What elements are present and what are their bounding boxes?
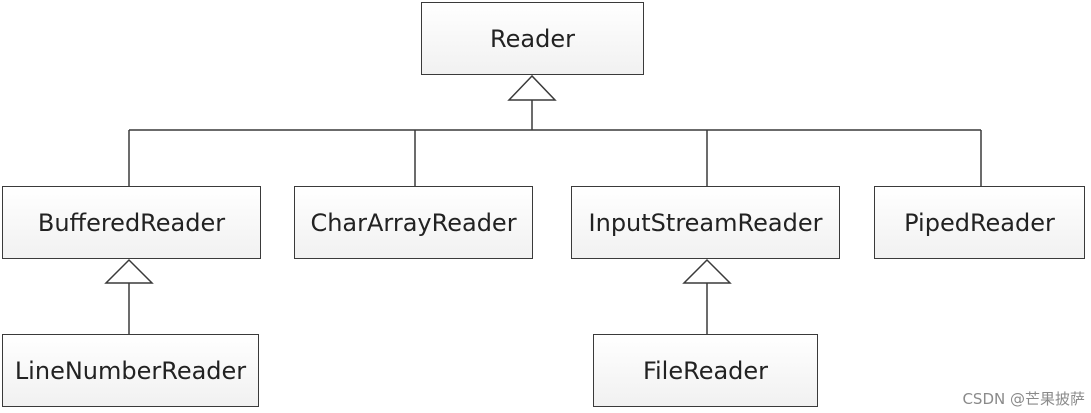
reader-class-label: Reader [490, 24, 575, 53]
reader-inheritance-arrowhead [507, 74, 557, 101]
inputstream-inheritance-arrowhead [682, 258, 732, 284]
chararrayreader-class-box: CharArrayReader [294, 186, 533, 259]
bufferedreader-class-box: BufferedReader [2, 186, 261, 259]
filereader-class-box: FileReader [593, 334, 818, 407]
inputstreamreader-class-label: InputStreamReader [588, 208, 823, 237]
chararrayreader-class-label: CharArrayReader [310, 208, 517, 237]
bufferedreader-class-label: BufferedReader [37, 208, 226, 237]
inputstreamreader-class-box: InputStreamReader [571, 186, 840, 259]
watermark-text: CSDN @芒果披萨 [962, 390, 1085, 408]
pipedreader-class-box: PipedReader [874, 186, 1085, 259]
pipedreader-class-label: PipedReader [904, 208, 1055, 237]
reader-class-box: Reader [421, 2, 644, 75]
linenumberreader-class-label: LineNumberReader [14, 356, 247, 385]
filereader-class-label: FileReader [642, 356, 769, 385]
linenumberreader-class-box: LineNumberReader [2, 334, 259, 407]
buffered-inheritance-arrowhead [104, 258, 154, 284]
